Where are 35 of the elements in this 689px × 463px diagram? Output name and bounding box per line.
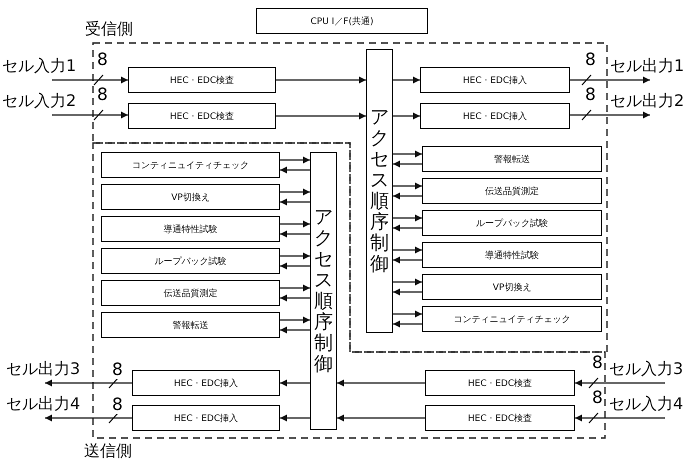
process-box: 警報転送	[101, 312, 280, 338]
process-box: 警報転送	[422, 146, 602, 172]
process-box: HEC · EDC挿入	[420, 67, 570, 93]
edge-label: 8	[111, 362, 124, 379]
process-box: VP切換え	[101, 184, 280, 210]
region-heading: 受信側	[85, 19, 133, 40]
signal-label: セル入力3	[609, 359, 689, 383]
signal-label: セル出力2	[610, 91, 689, 115]
process-box: コンティニュイティチェック	[101, 152, 280, 178]
signal-label: セル出力3	[6, 359, 92, 383]
process-box: 伝送品質測定	[101, 280, 280, 306]
process-box: HEC · EDC検査	[128, 67, 276, 93]
process-box: HEC · EDC挿入	[420, 103, 570, 129]
edge-label: 8	[111, 397, 124, 414]
process-box: 導通特性試験	[101, 216, 280, 242]
signal-label: セル入力1	[2, 56, 92, 80]
region-heading: 送信側	[84, 441, 132, 462]
signal-label: セル出力4	[6, 394, 92, 418]
signal-label: セル入力2	[2, 91, 92, 115]
process-box: アクセス順序制御	[366, 49, 393, 333]
process-box: 導通特性試験	[422, 242, 602, 268]
process-box: CPU I／F(共通)	[256, 8, 428, 34]
signal-label: セル入力4	[609, 394, 689, 418]
process-box: HEC · EDC挿入	[132, 405, 280, 431]
process-box: 伝送品質測定	[422, 178, 602, 204]
process-box: アクセス順序制御	[310, 152, 337, 430]
process-box: VP切換え	[422, 274, 602, 300]
process-box: ループバック試験	[101, 248, 280, 274]
process-box: HEC · EDC検査	[425, 370, 575, 396]
process-box: ループバック試験	[422, 210, 602, 236]
process-box: HEC · EDC検査	[425, 405, 575, 431]
process-box: HEC · EDC検査	[128, 103, 276, 129]
process-box: コンティニュイティチェック	[422, 306, 602, 332]
process-box: HEC · EDC挿入	[132, 370, 280, 396]
signal-label: セル出力1	[610, 56, 689, 80]
